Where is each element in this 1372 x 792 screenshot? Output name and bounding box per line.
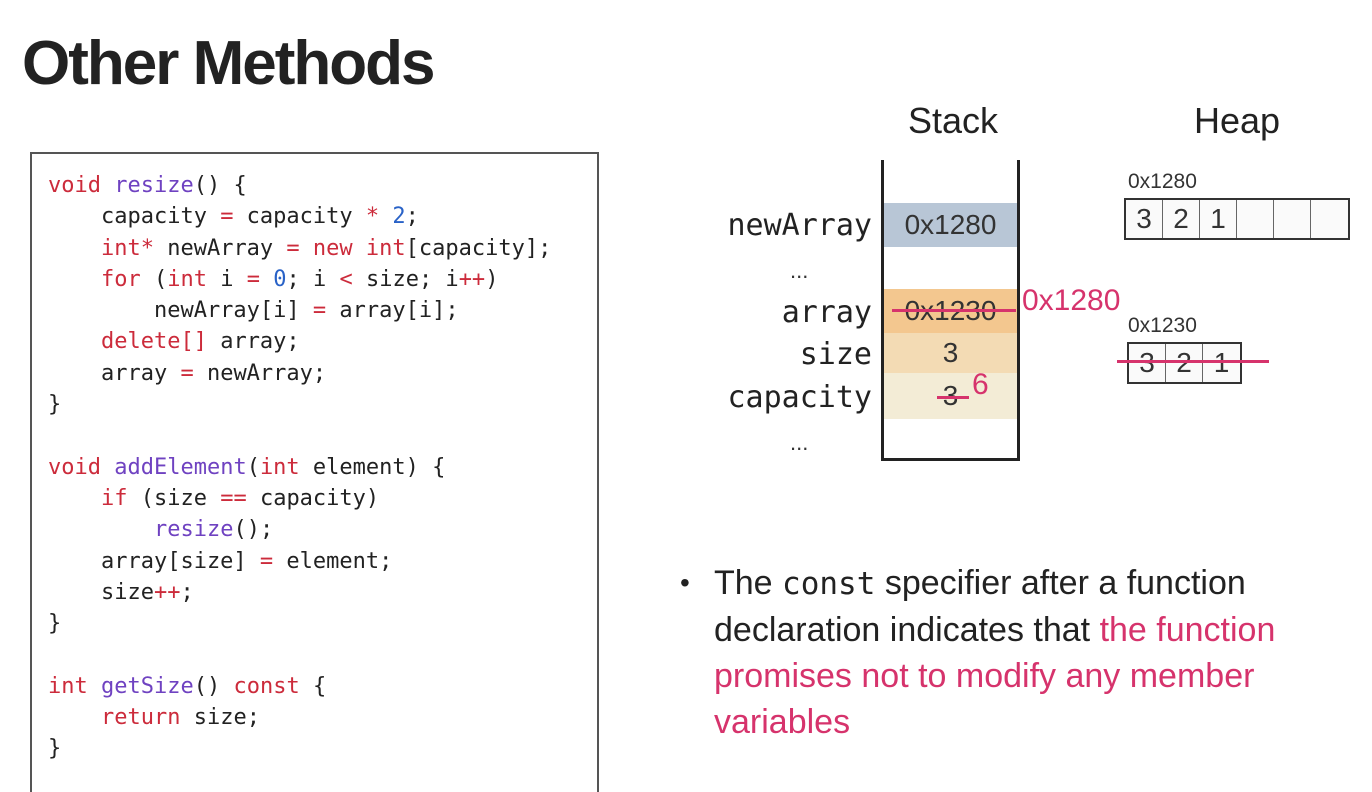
code-line: array = newArray;: [48, 360, 327, 386]
code-line: void resize() {: [48, 173, 247, 198]
bullet-text: The const specifier after a function dec…: [714, 564, 1276, 741]
heap-new-address: 0x1280: [1128, 170, 1197, 193]
code-line: array[size] = element;: [48, 548, 393, 574]
stack-cell-size: 3: [884, 333, 1017, 373]
heap-cell: [1274, 200, 1311, 238]
strike-old-array: [1117, 360, 1269, 363]
array-new-value: 0x1280: [1022, 284, 1121, 317]
code-line: int* newArray = new int[capacity];: [100, 235, 552, 261]
heap-old-array: 321: [1127, 342, 1242, 384]
code-line: }: [48, 736, 62, 762]
bullet-dot: •: [680, 567, 690, 598]
heap-cell: 1: [1203, 344, 1240, 382]
label-size: size: [799, 337, 872, 372]
stack-header: Stack: [908, 100, 999, 141]
code-line: return size;: [100, 705, 260, 731]
code-line: int getSize() const {: [48, 673, 327, 699]
stack-cell-newarray: 0x1280: [884, 203, 1017, 247]
code-line: [48, 639, 551, 670]
stack-frame: [881, 160, 1020, 461]
code-line: size++;: [48, 579, 194, 605]
code-line: delete[] array;: [100, 329, 300, 355]
heap-cell: 2: [1166, 344, 1203, 382]
code-line: [48, 420, 551, 451]
code-line: if (size == capacity): [100, 485, 380, 511]
bullet-const-note: • The const specifier after a function d…: [680, 560, 1340, 745]
code-line: for (int i = 0; i < size; i++): [100, 266, 499, 292]
code-line: resize();: [153, 517, 274, 543]
ellipsis-bottom: ...: [790, 430, 809, 455]
slide-title: Other Methods: [22, 29, 435, 98]
heap-cell: 3: [1126, 200, 1163, 238]
code-line: void addElement(int element) {: [48, 454, 446, 480]
strike-capacity-value: [937, 396, 969, 399]
strike-array-value: [892, 309, 1016, 312]
heap-cell: [1237, 200, 1274, 238]
code-line: }: [48, 611, 62, 637]
code-line: capacity = capacity * 2;: [48, 204, 419, 230]
heap-old-address: 0x1230: [1128, 314, 1197, 337]
label-array: array: [781, 295, 872, 330]
code-line: newArray[i] = array[i];: [48, 298, 459, 324]
code-panel: void resize() { capacity = capacity * 2;…: [30, 152, 599, 792]
capacity-new-value: 6: [972, 368, 989, 401]
code-line: }: [48, 392, 62, 418]
label-newarray: newArray: [727, 208, 873, 243]
heap-cell: [1311, 200, 1348, 238]
ellipsis-top: ...: [790, 258, 809, 283]
label-capacity: capacity: [727, 380, 873, 415]
heap-header: Heap: [1194, 100, 1281, 141]
const-keyword: const: [782, 566, 876, 602]
bullet-highlight: the function promises not to modify any …: [714, 611, 1276, 741]
heap-cell: 1: [1200, 200, 1237, 238]
heap-cell: 2: [1163, 200, 1200, 238]
heap-cell: 3: [1129, 344, 1166, 382]
code-listing: void resize() { capacity = capacity * 2;…: [48, 170, 551, 765]
